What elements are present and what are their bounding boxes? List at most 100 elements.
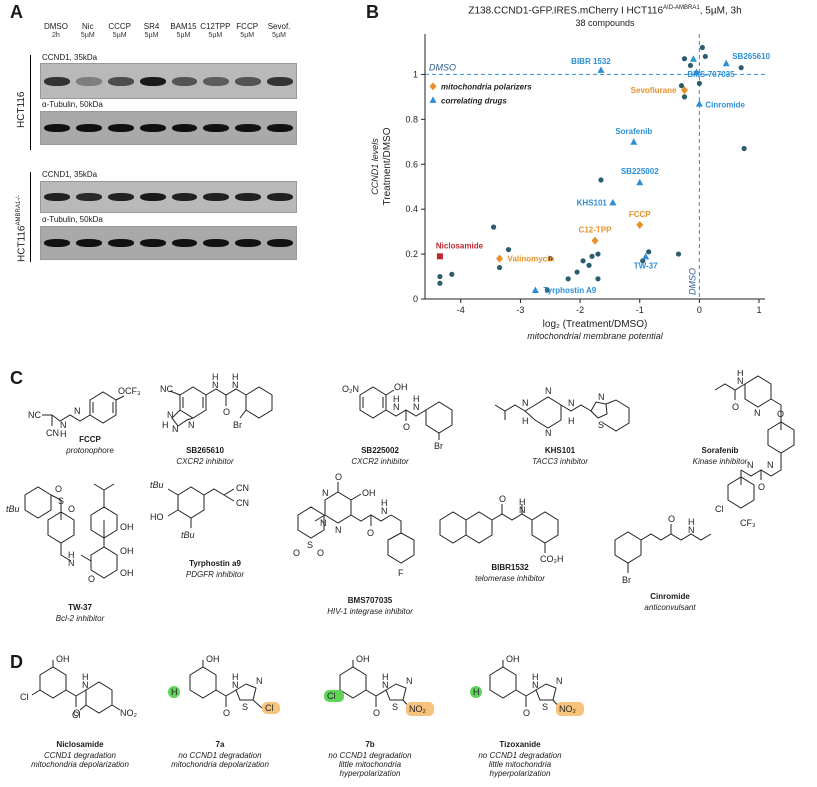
atom-label: O (223, 708, 230, 718)
data-point (699, 44, 705, 51)
atom-label: H (82, 672, 89, 682)
atom-label: N (381, 506, 388, 516)
blot-band (139, 193, 166, 201)
data-point (646, 249, 652, 255)
blot-band (44, 193, 70, 201)
data-point (496, 264, 503, 271)
point-annotation: SB265610 (732, 52, 770, 61)
atom-label: Cl (265, 703, 274, 713)
blot-band (139, 76, 166, 86)
compound-name-bibr1532: BIBR1532 (491, 563, 529, 572)
data-point-drug (689, 55, 697, 62)
desc-line: mitochondria depolarization (171, 760, 269, 769)
data-point (595, 251, 601, 257)
legend-label-drug: correlating drugs (441, 96, 507, 105)
panel-d-structures: OH Cl O N H Cl NO₂ OH H N H O S N Cl OH … (20, 654, 584, 720)
atom-label: H (688, 517, 695, 527)
atom-label: H (171, 687, 178, 697)
compound-desc-sb265610: CXCR2 inhibitor (176, 457, 234, 466)
y-tick-label: 1 (413, 69, 418, 79)
atom-label: Br (622, 575, 631, 585)
data-point (696, 80, 702, 87)
atom-label: H (519, 497, 526, 507)
lane-name: BAM15 (170, 22, 197, 31)
atom-label: OH (120, 568, 134, 578)
compound-name-cinromide: Cinromide (650, 592, 690, 601)
atom-label: CN (236, 483, 249, 493)
atom-label: NC (28, 410, 41, 420)
panel-label-b: B (366, 2, 379, 22)
atom-label: O₂N (342, 384, 359, 394)
blot-band (203, 239, 230, 247)
atom-label: CN (46, 428, 59, 438)
data-point (640, 258, 646, 264)
blot-band (107, 193, 134, 201)
desc-line: little mitochondria (338, 760, 402, 769)
compound-desc-fccp: protonophore (66, 446, 114, 455)
data-point-drug (609, 198, 617, 206)
x-tick-label: -3 (516, 305, 524, 315)
blot-ccnd1-ko (40, 181, 297, 213)
blot-band (75, 76, 102, 86)
atom-label: H (382, 672, 389, 682)
atom-label: N (598, 392, 605, 402)
legend-marker-polarizer (429, 82, 437, 91)
desc-line: hyperpolarization (339, 769, 401, 778)
blot-title-ccnd1-ko: CCND1, 35kDa (42, 170, 98, 179)
y-tick-label: 0.4 (405, 204, 418, 214)
data-point (598, 177, 604, 183)
data-point (687, 62, 694, 69)
atom-label: N (167, 410, 174, 420)
data-point-drug (531, 286, 539, 294)
atom-label: NC (160, 384, 173, 394)
blot-band (235, 124, 262, 132)
lane-name: CCCP (108, 22, 132, 31)
atom-label: N (406, 676, 413, 686)
atom-label: O (55, 484, 62, 494)
blot-title-tubulin-wt: α-Tubulin, 50kDa (42, 100, 103, 109)
point-annotation: TW-37 (634, 261, 658, 270)
data-point (437, 280, 443, 286)
point-annotation: Cinromide (705, 101, 745, 110)
atom-label: N (232, 380, 239, 390)
desc-line: no CCND1 degradation (478, 751, 562, 760)
x-axis-label: log₂ (Treatment/DMSO) (543, 319, 648, 330)
data-point-drug (636, 178, 644, 186)
blot-band (203, 76, 230, 86)
atom-label: tBu (150, 480, 164, 490)
cell-line-label-wt: HCT116 (16, 91, 27, 129)
blot-band (235, 239, 262, 247)
data-point (681, 94, 688, 100)
data-point (449, 271, 455, 277)
desc-line: mitochondria depolarization (31, 760, 129, 769)
compound-desc-tyrphostin: PDGFR inhibitor (185, 570, 245, 579)
point-annotation: KHS101 (577, 198, 608, 207)
compound-desc-sb225002: CXCR2 inhibitor (351, 457, 409, 466)
atom-label: H (68, 550, 75, 560)
atom-label: CF₃ (740, 518, 756, 528)
atom-label: H (393, 394, 400, 404)
atom-label: N (382, 680, 389, 690)
lane-name: Sevof. (267, 22, 291, 31)
compound-desc-bms707035: HIV-1 integrase inhibitor (327, 607, 413, 616)
atom-label: S (598, 420, 604, 430)
blot-band (107, 239, 134, 247)
y-tick-label: 0.8 (405, 114, 418, 124)
desc-line: no CCND1 degradation (178, 751, 262, 760)
atom-label: N (754, 408, 761, 418)
data-point-drug (692, 68, 700, 76)
compound-desc-7a: no CCND1 degradation mitochondria depola… (155, 751, 285, 769)
lane-dose: 5µM (144, 32, 159, 39)
data-point (741, 145, 747, 152)
blot-band (267, 239, 293, 247)
blot-band (139, 239, 166, 247)
x-tick-label: -4 (457, 305, 465, 315)
compound-desc-tizoxanide: no CCND1 degradation little mitochondria… (455, 751, 585, 778)
blot-band (107, 76, 134, 86)
atom-label: Cl (20, 692, 29, 702)
blot-band (203, 124, 230, 132)
atom-label: OH (56, 654, 70, 664)
